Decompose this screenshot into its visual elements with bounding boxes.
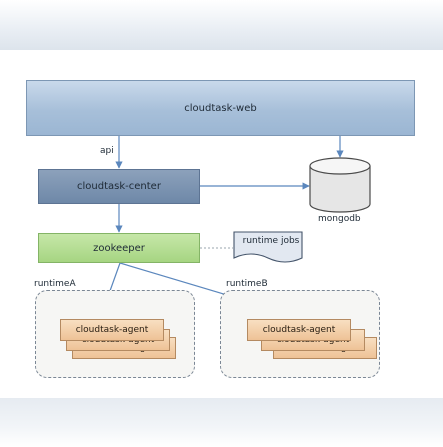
runtime-a-group: cloudtask-agent cloudtask-agent cloudtas… [35, 290, 195, 378]
runtime-jobs-shape [233, 231, 303, 263]
cloudtask-center-box: cloudtask-center [38, 169, 200, 204]
bottom-band [0, 398, 443, 447]
cloudtask-web-box: cloudtask-web [26, 80, 415, 136]
runtime-jobs-label: runtime jobs [242, 236, 300, 246]
top-band [0, 0, 443, 50]
mongodb-cylinder [309, 157, 371, 213]
cloudtask-center-label: cloudtask-center [77, 181, 161, 192]
agent-b-1: cloudtask-agent [247, 319, 351, 341]
zookeeper-label: zookeeper [93, 242, 145, 254]
mongodb-label: mongodb [318, 214, 361, 224]
runtime-b-label: runtimeB [226, 279, 268, 289]
runtime-b-group: cloudtask-agent cloudtask-agent cloudtas… [220, 290, 380, 378]
agent-a-1: cloudtask-agent [60, 319, 164, 341]
zookeeper-box: zookeeper [38, 233, 200, 263]
agent-b-1-label: cloudtask-agent [262, 325, 336, 335]
agent-a-1-label: cloudtask-agent [75, 325, 149, 335]
cloudtask-web-label: cloudtask-web [184, 102, 257, 114]
runtime-a-label: runtimeA [34, 279, 76, 289]
api-label: api [100, 146, 114, 156]
